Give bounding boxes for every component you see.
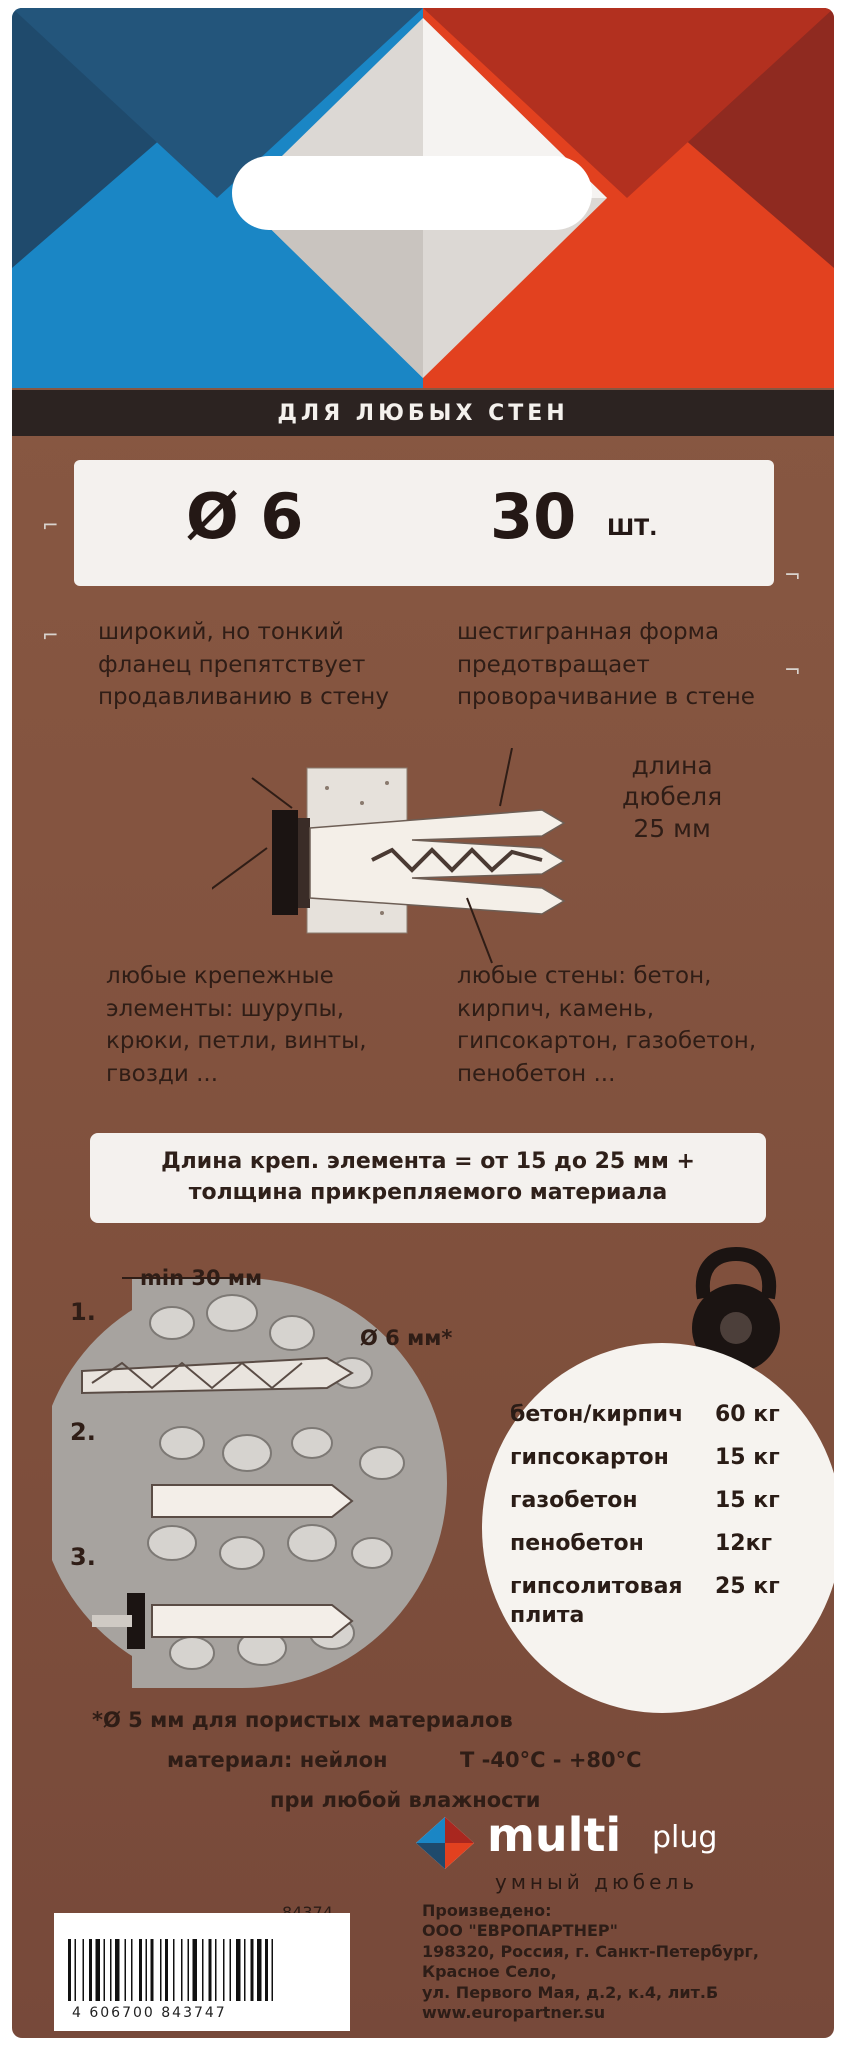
step-1-label: 1. <box>70 1298 96 1326</box>
barcode-bar <box>192 1939 197 2001</box>
barcode-bar <box>187 1939 189 2001</box>
length-note-panel: Длина креп. элемента = от 15 до 25 мм + … <box>90 1133 766 1223</box>
temperature-footnote: Т -40°С - +80°С <box>460 1748 642 1772</box>
barcode-bar <box>139 1939 142 2001</box>
barcode-label: 4 606700 843747 <box>54 1913 350 2031</box>
barcode-bar <box>150 1939 154 2001</box>
barcode-bar <box>103 1939 105 2001</box>
step-3-label: 3. <box>70 1543 96 1571</box>
barcode-bar <box>115 1939 120 2001</box>
header-band: ДЛЯ ЛЮБЫХ СТЕН <box>12 390 834 436</box>
barcode-bars <box>68 1939 273 2001</box>
brand-logo-icon <box>416 1817 474 1869</box>
barcode-bar <box>265 1939 268 2001</box>
barcode-bar <box>95 1939 100 2001</box>
step-2-label: 2. <box>70 1418 96 1446</box>
barcode-bar <box>145 1939 147 2001</box>
package-card: ДЛЯ ЛЮБЫХ СТЕН Ø 6 30 ШТ. ⌐ ⌐ ¬ ¬ широки… <box>12 8 834 2038</box>
barcode-digits: 4 606700 843747 <box>72 2005 227 2021</box>
barcode-bar <box>68 1939 71 2001</box>
quantity-unit: ШТ. <box>607 516 658 541</box>
size-panel: Ø 6 30 ШТ. <box>74 460 774 586</box>
barcode-bar <box>131 1939 133 2001</box>
porous-footnote: *Ø 5 мм для пористых материалов <box>92 1708 513 1732</box>
producer-info: Произведено: ООО "ЕВРОПАРТНЕР" 198320, Р… <box>422 1901 759 2023</box>
staple-mark: ⌐ <box>42 513 59 537</box>
staple-mark: ⌐ <box>42 623 59 647</box>
load-value: 15 кг <box>715 1445 780 1470</box>
callout-fasteners: любые крепежные элементы: шурупы, крюки,… <box>106 963 367 1087</box>
load-value: 12кг <box>715 1531 773 1556</box>
barcode-bar <box>89 1939 92 2001</box>
load-value: 15 кг <box>715 1488 780 1513</box>
barcode-bar <box>160 1939 162 2001</box>
diameter-value: Ø 6 <box>186 480 304 553</box>
humidity-footnote: при любой влажности <box>270 1788 541 1812</box>
barcode-bar <box>229 1939 231 2001</box>
min-depth-label: min 30 мм <box>140 1266 263 1290</box>
barcode-bar <box>82 1939 84 2001</box>
dowel-illustration <box>212 748 566 964</box>
barcode-bar <box>124 1939 126 2001</box>
brand-suffix: plug <box>652 1820 718 1855</box>
quantity-value: 30 <box>490 480 577 553</box>
drill-diameter-label: Ø 6 мм* <box>360 1326 453 1350</box>
load-value: 60 кг <box>715 1402 780 1427</box>
installation-illustration <box>52 1277 447 1688</box>
hang-hole <box>232 156 592 230</box>
staple-mark: ¬ <box>784 658 801 682</box>
barcode-bar <box>74 1939 76 2001</box>
load-material: гипсокартон <box>510 1445 669 1470</box>
callout-hex: шестигранная форма предотвращает провора… <box>457 619 755 711</box>
barcode-bar <box>250 1939 254 2001</box>
load-material: бетон/кирпич <box>510 1402 684 1427</box>
barcode-bar <box>236 1939 241 2001</box>
barcode-bar <box>244 1939 246 2001</box>
callout-walls: любые стены: бетон, кирпич, камень, гипс… <box>457 963 757 1087</box>
callout-flange: широкий, но тонкий фланец препятствует п… <box>98 619 389 711</box>
barcode-bar <box>271 1939 273 2001</box>
barcode-bar <box>173 1939 175 2001</box>
barcode-bar <box>223 1939 225 2001</box>
brand-tagline: умный дюбель <box>495 1870 699 1894</box>
barcode-bar <box>110 1939 112 2001</box>
load-material: пенобетон <box>510 1531 644 1556</box>
load-capacity-panel <box>482 1343 834 1713</box>
barcode-bar <box>215 1939 217 2001</box>
barcode-bar <box>181 1939 183 2001</box>
barcode-bar <box>165 1939 168 2001</box>
load-value: 25 кг <box>715 1574 780 1599</box>
load-material: газобетон <box>510 1488 638 1513</box>
material-footnote: материал: нейлон <box>167 1748 388 1772</box>
barcode-bar <box>202 1939 204 2001</box>
load-material: гипсолитовая плита <box>510 1574 683 1628</box>
staple-mark: ¬ <box>784 563 801 587</box>
brand-name: multi <box>487 1808 622 1862</box>
barcode-bar <box>257 1939 262 2001</box>
barcode-bar <box>208 1939 212 2001</box>
callout-length: длина дюбеля 25 мм <box>622 751 723 843</box>
